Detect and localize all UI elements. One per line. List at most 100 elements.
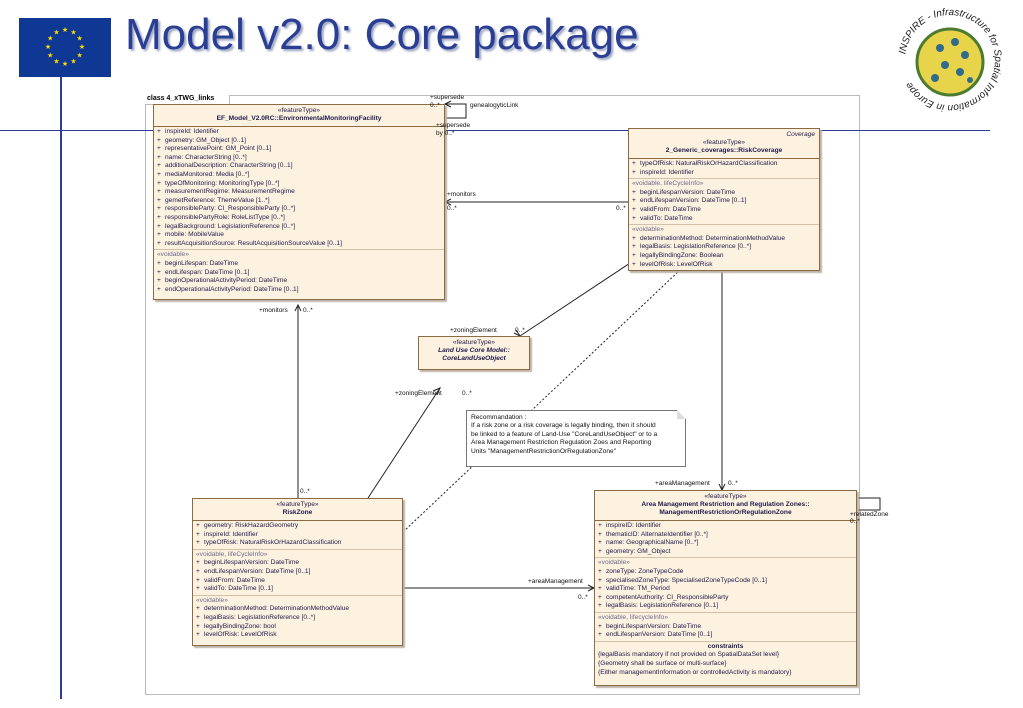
label-superseded-by-2: by 0..* [436,130,455,137]
class-management-restriction-zone[interactable]: «featureType» Area Management Restrictio… [594,490,857,686]
class-attribute: +inspireId: Identifier [196,530,258,538]
visibility-marker: + [196,559,200,567]
class-attribute: +gemetReference: ThemeValue [1..*] [157,196,270,204]
svg-text:★: ★ [47,35,53,43]
class-attribute: +legalBasis: LegislationReference [0..*] [632,243,752,251]
visibility-marker: + [196,522,200,529]
visibility-marker: + [196,576,200,584]
class-attribute: +endOperationalActivityPeriod: DateTime … [157,285,299,293]
visibility-marker: + [157,231,161,239]
visibility-marker: + [598,576,602,584]
class-attribute: +validTime: TM_Period [598,585,670,593]
class-core-land-use-object[interactable]: «featureType» Land Use Core Model:: Core… [418,336,530,370]
class-attribute: +mediaMonitored: Media [0..*] [157,170,250,178]
note-line: Units "ManagementRestrictionOrRegulation… [471,447,617,455]
class-attribute: +specialisedZoneType: SpecialisedZoneTyp… [598,576,767,584]
visibility-marker: + [157,188,161,196]
visibility-marker: + [196,631,200,639]
visibility-marker: + [157,145,161,153]
class-attribute: +endLifespan: DateTime [0..1] [157,268,250,276]
visibility-marker: + [598,585,602,593]
class-attribute: +determinationMethod: DeterminationMetho… [632,234,786,242]
label-superseded-by: +supersede [436,122,471,129]
rz-lu-link [367,387,441,499]
related-zone-loop [857,497,881,511]
svg-text:★: ★ [53,58,59,66]
slide-title: Model v2.0: Core package [125,10,639,59]
visibility-marker: + [598,593,602,601]
class-attribute: +validFrom: DateTime [196,576,265,584]
constraint-line: {Geometry shall be surface or multi-surf… [598,659,727,667]
class-attribute: +levelOfRisk: LevelOfRisk [632,260,713,268]
class-risk-coverage[interactable]: Coverage «featureType» 2_Generic_coverag… [628,128,820,271]
visibility-marker: + [598,539,602,547]
svg-text:★: ★ [53,28,59,36]
class-attribute: +determinationMethod: DeterminationMetho… [196,605,350,613]
svg-text:★: ★ [79,43,85,51]
label-rz-mult: 0..* [300,488,310,495]
class-attribute: +resultAcquisitionSource: ResultAcquisit… [157,239,342,247]
visibility-marker: + [598,547,602,555]
label-genealogy: genealogyticLink [470,102,519,109]
label-area-management-2: +areaManagement [528,578,583,585]
class-attribute: +beginLifespanVersion: DateTime [598,622,702,630]
class-attribute: +legalBackground: LegislationReference [… [157,222,296,230]
svg-text:★: ★ [77,35,83,43]
voidable-section: «voidable» +determinationMethod: Determi… [193,596,402,641]
constraint-line: {Either managementInformation or control… [598,668,792,676]
visibility-marker: + [196,622,200,630]
label-monitors-2: +monitors [259,307,288,314]
class-risk-zone[interactable]: «featureType» RiskZone +geometry: RiskHa… [192,498,403,646]
voidable-section: «voidable» +determinationMethod: Determi… [629,225,819,270]
visibility-marker: + [157,128,161,135]
class-attribute: +typeOfMonitoring: MonitoringType [0..*] [157,179,280,187]
note-line: be linked to a feature of Land-Use "Core… [471,430,658,438]
svg-text:★: ★ [47,52,53,60]
attribute-list: +inspireId: Identifier+geometry: GM_Obje… [154,127,444,251]
class-attribute: +responsibleParty: CI_ResponsibleParty [… [157,205,296,213]
class-attribute: +beginLifespan: DateTime [157,259,239,267]
class-environmental-monitoring-facility[interactable]: «featureType» EF_Model_V2.0RC::Environme… [153,104,445,300]
label-area-management-1-mult: 0..* [728,480,738,487]
visibility-marker: + [632,251,636,259]
visibility-marker: + [157,222,161,230]
class-attribute: +beginOperationalActivityPeriod: DateTim… [157,277,288,285]
label-monitors-1: +monitors [447,191,476,198]
svg-text:★: ★ [62,26,68,34]
recommendation-note: Recommandation :If a risk zone or a risk… [466,410,686,467]
svg-text:★: ★ [45,43,51,51]
lifecycle-section: «voidable, lifecycleInfo» +beginLifespan… [595,613,856,642]
class-attribute: +inspireId: Identifier [157,128,219,135]
label-area-management-1: +areaManagement [655,480,710,487]
class-attribute: +endLifespanVersion: DateTime [0..1] [632,197,747,205]
class-attribute: +legallyBindingZone: bool [196,622,276,630]
class-attribute: +geometry: GM_Object [598,547,671,555]
svg-text:★: ★ [62,60,68,68]
visibility-marker: + [598,530,602,538]
class-attribute: +validFrom: DateTime [632,205,701,213]
visibility-marker: + [632,214,636,222]
constraint-line: {legalBasis mandatory if not provided on… [598,651,780,659]
class-attribute: +responsiblePartyRole: RoleListType [0..… [157,213,285,221]
label-monitors-2-mult: 0..* [303,307,313,314]
class-attribute: +endLifespanVersion: DateTime [0..1] [598,631,713,639]
label-supersede-mult: 0..* [430,102,440,109]
constraints-section: constraints {legalBasis mandatory if not… [595,642,856,678]
class-attribute: +validTo: DateTime [632,214,693,222]
class-attribute: +geometry: GM_Object [0..1] [157,136,246,144]
class-attribute: +legalBasis: LegislationReference [0..*] [196,613,316,621]
visibility-marker: + [632,188,636,196]
inspire-logo: INSPIRE - Infrastructure for Spatial Inf… [885,0,1015,118]
visibility-marker: + [157,205,161,213]
class-attribute: +beginLifespanVersion: DateTime [632,188,736,196]
lifecycle-section: «voidable, lifeCycleInfo» +beginLifespan… [629,179,819,226]
note-line: Recommandation : [471,414,527,421]
class-attribute: +typeOfRisk: NaturalRiskOrHazardClassifi… [632,160,778,167]
class-attribute: +typeOfRisk: NaturalRiskOrHazardClassifi… [196,539,342,547]
attribute-list: +inspireID: Identifier+thematicID: Alter… [595,521,856,559]
visibility-marker: + [196,605,200,613]
label-related-zone: +relatedZone [850,511,889,518]
label-zoning-1-mult: 0..* [515,327,525,334]
